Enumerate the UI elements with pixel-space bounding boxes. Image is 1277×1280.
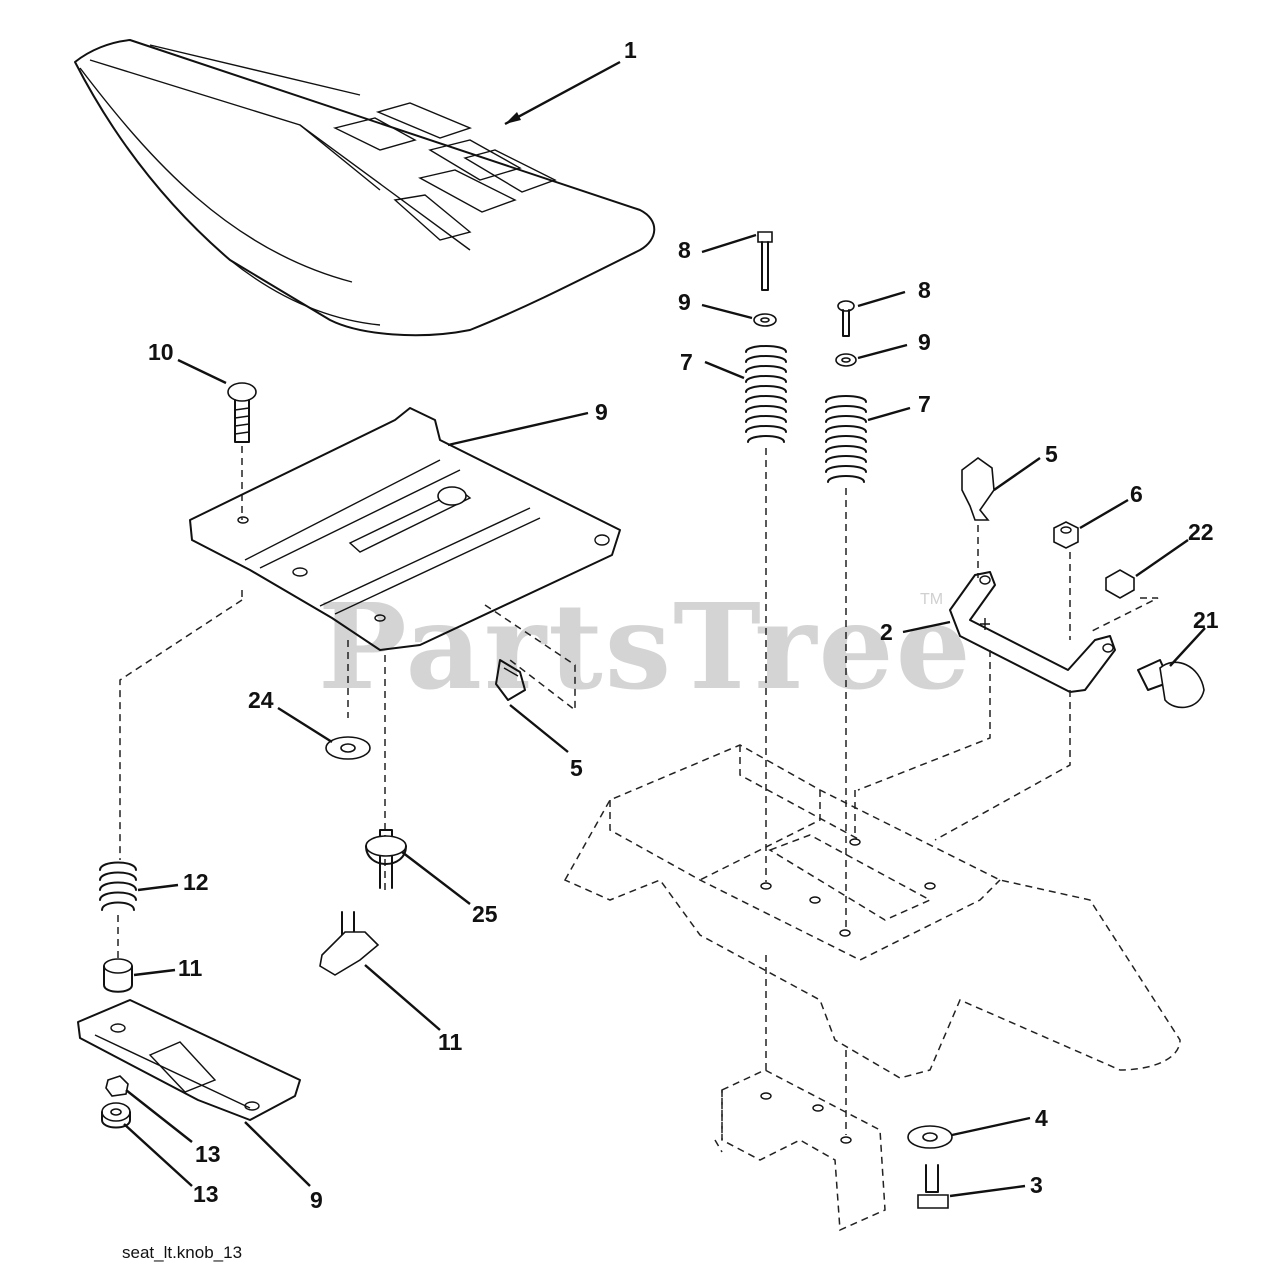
- callout-12[interactable]: 9: [310, 1187, 323, 1213]
- callout-8a[interactable]: 8: [678, 237, 691, 263]
- spacer-part[interactable]: [103, 958, 133, 993]
- watermark-text: PartsTree: [318, 577, 973, 716]
- callout-1[interactable]: 1: [624, 37, 637, 63]
- flat-washer-part[interactable]: [907, 1125, 953, 1149]
- leader-8b: [857, 290, 906, 308]
- seat-spring-part-left[interactable]: [745, 345, 787, 443]
- leader-12: [244, 1121, 311, 1187]
- callout-3[interactable]: 3: [1030, 1172, 1043, 1198]
- shoulder-screw-part[interactable]: [1137, 659, 1205, 709]
- leader-22: [1135, 539, 1189, 577]
- callout-7a[interactable]: 7: [680, 349, 693, 375]
- callout-10[interactable]: 9: [595, 399, 608, 425]
- callout-7b[interactable]: 7: [918, 391, 931, 417]
- callout-17[interactable]: 13: [193, 1181, 219, 1207]
- leader-4: [951, 1116, 1031, 1137]
- leader-6: [1079, 498, 1129, 530]
- callout-8b[interactable]: 8: [918, 277, 931, 303]
- leader-9b: [857, 343, 908, 360]
- slide-plate-part[interactable]: [77, 999, 301, 1121]
- lock-washer-part-right[interactable]: [835, 353, 857, 367]
- callout-14[interactable]: 10: [148, 339, 174, 365]
- hex-bolt-part-left[interactable]: [757, 231, 773, 291]
- seat-spring-part-right[interactable]: [825, 395, 867, 483]
- diagram-reference-code: seat_lt.knob_13: [122, 1243, 242, 1262]
- leader-9a: [701, 303, 753, 320]
- callout-21[interactable]: 21: [1193, 607, 1219, 633]
- seat-part[interactable]: [74, 39, 656, 337]
- flange-bolt-part[interactable]: [917, 1164, 949, 1209]
- carriage-bolt-part[interactable]: [227, 382, 257, 443]
- leader-7a: [704, 360, 745, 380]
- seat-bracket-part[interactable]: [949, 571, 1116, 693]
- leader-1: [504, 60, 621, 126]
- callout-15[interactable]: 11: [178, 955, 203, 981]
- callout-11[interactable]: 11: [438, 1029, 463, 1055]
- leader-2: [902, 620, 951, 634]
- seat-pan-part[interactable]: [189, 407, 621, 651]
- watermark-trademark: TM: [920, 591, 943, 608]
- callout-13-label[interactable]: 13: [195, 1141, 221, 1167]
- leader-5b: [509, 704, 569, 753]
- leader-17: [123, 1123, 193, 1187]
- nut-part[interactable]: [105, 1075, 129, 1097]
- callout-9b[interactable]: 9: [918, 329, 931, 355]
- knob-part[interactable]: [319, 911, 380, 976]
- leader-13: [125, 1089, 193, 1143]
- leader-11: [364, 964, 441, 1031]
- leader-21: [1169, 627, 1206, 667]
- leader-5a: [993, 457, 1041, 491]
- washer-part[interactable]: [325, 736, 371, 760]
- leader-7b: [867, 406, 911, 422]
- callout-4[interactable]: 4: [1035, 1105, 1048, 1131]
- leader-16: [137, 883, 179, 892]
- callout-2[interactable]: 2: [880, 619, 893, 645]
- flange-nut-part[interactable]: [1105, 569, 1135, 599]
- leader-14: [177, 358, 227, 385]
- tractor-frame: [563, 744, 1181, 1079]
- callout-16[interactable]: 12: [183, 869, 209, 895]
- adjust-spring-part[interactable]: [99, 861, 137, 911]
- callout-22[interactable]: 22: [1188, 519, 1214, 545]
- leader-3: [949, 1184, 1026, 1198]
- frame-crossmember: [714, 955, 886, 1232]
- latch-clip-part-upper[interactable]: [961, 457, 995, 521]
- callout-25[interactable]: 25: [472, 901, 498, 927]
- leader-8a: [701, 233, 757, 254]
- callout-5b[interactable]: 5: [570, 755, 583, 781]
- leader-10: [447, 411, 589, 447]
- leader-24: [277, 706, 333, 744]
- lock-washer-part-left[interactable]: [753, 313, 777, 327]
- callout-24[interactable]: 24: [248, 687, 274, 713]
- callout-9a-label[interactable]: 9: [678, 289, 691, 315]
- hex-nut-part[interactable]: [1053, 521, 1079, 549]
- latch-clip-part-lower[interactable]: [495, 659, 526, 701]
- callout-6[interactable]: 6: [1130, 481, 1143, 507]
- callout-5a[interactable]: 5: [1045, 441, 1058, 467]
- shoulder-bolt-part[interactable]: [365, 829, 407, 889]
- leader-15: [133, 968, 176, 977]
- lock-nut-part[interactable]: [101, 1102, 131, 1129]
- hex-bolt-part-right[interactable]: [837, 300, 855, 337]
- leader-25: [401, 851, 471, 905]
